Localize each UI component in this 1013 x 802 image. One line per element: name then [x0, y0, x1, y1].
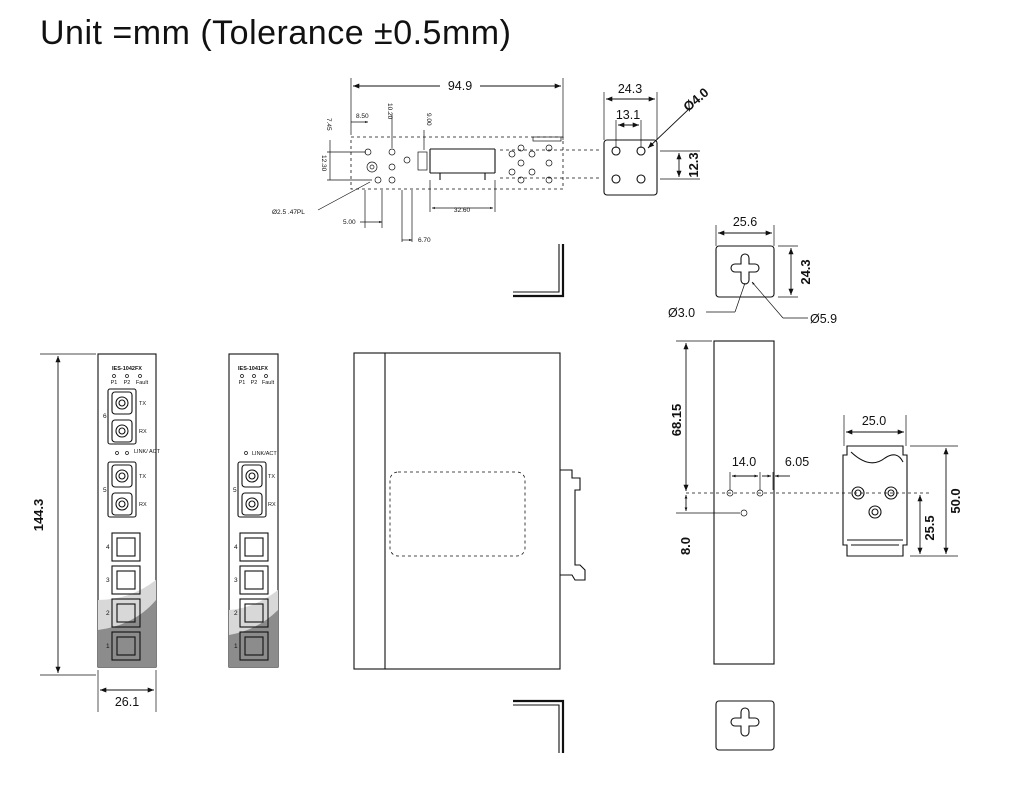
- rear-dim-6-05: 6.05: [785, 455, 809, 469]
- led-p1-1041: P1: [239, 380, 246, 386]
- plate-height-dim: 24.3: [798, 259, 813, 284]
- dim-10-20: 10.20: [386, 103, 393, 120]
- front-height-dim: 144.3: [31, 499, 46, 532]
- dim-9-00: 9.00: [425, 113, 432, 126]
- led-fault-1042: Fault: [136, 380, 149, 386]
- link-act-label-1042: LINK/ ACT: [134, 449, 161, 455]
- front-width-dim: 26.1: [115, 695, 139, 709]
- dim-6-70: 6.70: [418, 237, 431, 244]
- rj45b-port-1-num: 1: [234, 643, 238, 650]
- rear-dim-8-0: 8.0: [678, 537, 693, 555]
- rear-dim-68-15: 68.15: [669, 404, 684, 437]
- fiber-port-5-num: 5: [103, 487, 107, 494]
- rear-panel: 68.15 8.0 14.0 6.05: [669, 340, 930, 665]
- fiber-port-5b-tx: TX: [268, 474, 275, 480]
- rj45-port-3-num: 3: [106, 577, 110, 584]
- rj45-port-2: 2: [106, 598, 141, 628]
- led-p2-1042: P2: [124, 380, 131, 386]
- wall-mount-plate: 25.6 24.3 Ø3.0 Ø5.9: [668, 215, 837, 326]
- l-bracket-top: [513, 244, 565, 298]
- plate-small-hole: Ø3.0: [668, 306, 695, 320]
- rj45b-port-2: 2: [234, 598, 269, 628]
- din-clip: 25.0 50.0 25.5: [842, 414, 963, 557]
- dim-32-60: 32.60: [454, 207, 471, 214]
- model-label-1041fx: IES-1041FX: [238, 366, 268, 372]
- rj45b-port-2-num: 2: [234, 610, 238, 617]
- rj45-port-4-num: 4: [106, 544, 110, 551]
- side-view: [353, 352, 586, 670]
- top-view: 94.9 8.50 10.20: [272, 78, 600, 244]
- rj45-port-1: 1: [106, 631, 141, 661]
- fiber-port-5b-num: 5: [233, 487, 237, 494]
- dim-7-45: 7.45: [325, 118, 332, 131]
- din-hole-height-dim: 25.5: [922, 515, 937, 540]
- fiber-port-5-rx: RX: [139, 502, 147, 508]
- din-height-dim: 50.0: [948, 488, 963, 513]
- dim-12-30: 12.30: [320, 155, 327, 172]
- led-p1-1042: P1: [111, 380, 118, 386]
- rj45-port-2-num: 2: [106, 610, 110, 617]
- dim-5-00: 5.00: [343, 219, 356, 226]
- rj45-port-3: 3: [106, 565, 141, 595]
- link-act-label-1041: LINK/ACT: [252, 451, 277, 457]
- fiber-port-5-tx: TX: [139, 474, 146, 480]
- plate-large-hole: Ø5.9: [810, 312, 837, 326]
- fiber-port-6-num: 6: [103, 413, 107, 420]
- rj45b-port-3-num: 3: [234, 577, 238, 584]
- top-width-dim: 94.9: [448, 79, 472, 93]
- front-view-1042fx: IES-1042FX P1 P2 Fault 6 TX RX LINK/ ACT…: [31, 353, 161, 712]
- bracket-hole-diameter: Ø4.0: [680, 85, 711, 115]
- hole-callout: Ø2.5 .47PL: [272, 209, 305, 216]
- rj45b-port-4-num: 4: [234, 544, 238, 551]
- model-label-1042fx: IES-1042FX: [112, 366, 142, 372]
- bracket-width-dim: 24.3: [618, 82, 642, 96]
- front-view-1041fx: IES-1041FX P1 P2 Fault LINK/ACT 5 TX RX …: [228, 353, 279, 668]
- fiber-port-6-rx: RX: [139, 429, 147, 435]
- fiber-port-5b-rx: RX: [268, 502, 276, 508]
- rj45b-port-3: 3: [234, 565, 269, 595]
- bracket-height-dim: 12.3: [686, 152, 701, 177]
- side-bracket: 24.3 13.1 Ø4.0 12.3: [603, 82, 712, 196]
- din-width-dim: 25.0: [862, 414, 886, 428]
- rj45-port-1-num: 1: [106, 643, 110, 650]
- led-fault-1041: Fault: [262, 380, 275, 386]
- page-title: Unit =mm (Tolerance ±0.5mm): [40, 14, 512, 52]
- plate-width-dim: 25.6: [733, 215, 757, 229]
- wall-mount-plate-bottom: [715, 700, 775, 751]
- rj45b-port-4: 4: [234, 532, 269, 562]
- bracket-hole-spacing-dim: 13.1: [616, 108, 640, 122]
- rj45b-port-1: 1: [234, 631, 269, 661]
- fiber-port-6-tx: TX: [139, 401, 146, 407]
- rear-dim-14-0: 14.0: [732, 455, 756, 469]
- rj45-port-4: 4: [106, 532, 141, 562]
- led-p2-1041: P2: [251, 380, 258, 386]
- dim-8-50: 8.50: [356, 113, 369, 120]
- l-bracket-bottom: [513, 699, 565, 753]
